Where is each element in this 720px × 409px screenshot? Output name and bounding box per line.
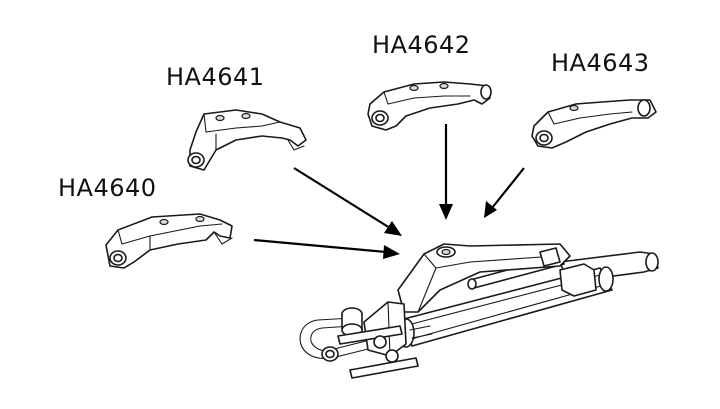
steering-cylinder-assembly [299,243,659,379]
bracket-ha4640 [105,213,233,269]
part-label-ha4642: HA4642 [372,31,471,59]
arrow-ha4643 [484,167,525,218]
bracket-ha4642 [367,81,492,131]
part-label-ha4641: HA4641 [166,63,265,91]
part-label-ha4640: HA4640 [58,174,157,202]
bracket-ha4641 [187,109,307,171]
arrow-ha4640 [253,238,400,259]
arrow-ha4642 [439,124,453,220]
part-label-ha4643: HA4643 [551,49,650,77]
arrow-ha4641 [293,167,402,236]
bracket-ha4643 [531,99,657,149]
